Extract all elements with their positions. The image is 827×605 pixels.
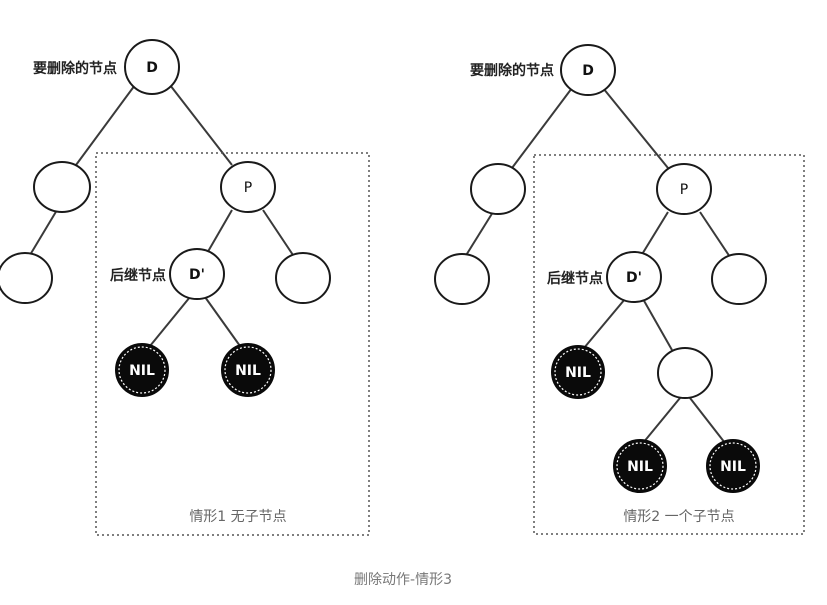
nil-node-left-label: NIL — [565, 365, 591, 381]
edge-root-p — [602, 87, 669, 169]
p-node-label: P — [244, 180, 252, 196]
edge-left-leftleft — [29, 209, 58, 256]
successor-node-label: D' — [189, 267, 205, 283]
root-left-node — [33, 161, 91, 213]
diagram-case-1: D P D' NIL NIL — [0, 39, 370, 536]
edge-sright-nil-left — [642, 397, 681, 444]
successor-node: D' — [606, 251, 662, 303]
edge-p-right — [262, 209, 294, 256]
nil-node-bottom-left-label: NIL — [627, 459, 653, 475]
root-node-label: D — [146, 60, 158, 76]
edge-successor-right — [642, 298, 673, 351]
root-node: D — [124, 39, 180, 95]
root-left-left-node — [0, 252, 53, 304]
delete-node-annotation: 要删除的节点 — [470, 62, 554, 79]
nil-node-right-label: NIL — [235, 363, 261, 379]
delete-node-annotation: 要删除的节点 — [33, 60, 117, 77]
figure-caption: 删除动作-情形3 — [354, 572, 452, 588]
nil-node-bottom-right-label: NIL — [720, 459, 746, 475]
successor-annotation: 后继节点 — [547, 270, 603, 287]
p-node: P — [656, 163, 712, 215]
nil-node-left: NIL — [551, 345, 605, 399]
root-node-label: D — [582, 63, 594, 79]
edge-p-right — [699, 211, 731, 258]
subtree-box — [95, 152, 370, 536]
p-right-node — [275, 252, 331, 304]
diagram-case-2: D P D' NIL — [434, 44, 805, 535]
p-right-node — [711, 253, 767, 305]
successor-node: D' — [169, 248, 225, 300]
p-node: P — [220, 161, 276, 213]
edge-successor-nil-right — [204, 296, 241, 347]
edge-root-left — [75, 84, 136, 166]
case-1-label: 情形1 无子节点 — [189, 509, 286, 525]
root-left-left-node — [434, 253, 490, 305]
successor-right-node — [657, 347, 713, 399]
nil-node-left-label: NIL — [129, 363, 155, 379]
edge-p-successor — [640, 211, 669, 257]
successor-annotation: 后继节点 — [110, 267, 166, 284]
nil-node-left: NIL — [115, 343, 169, 397]
edge-left-leftleft — [464, 211, 494, 258]
edge-successor-nil-left — [149, 296, 191, 347]
root-left-node — [470, 163, 526, 215]
edge-p-successor — [205, 209, 233, 256]
edge-root-left — [511, 87, 573, 169]
p-node-label: P — [680, 182, 688, 198]
edge-root-p — [169, 84, 233, 166]
nil-node-right: NIL — [221, 343, 275, 397]
successor-node-label: D' — [626, 270, 642, 286]
nil-node-bottom-left: NIL — [613, 439, 667, 493]
case-2-label: 情形2 一个子节点 — [623, 509, 734, 525]
subtree-box — [533, 154, 805, 535]
edge-sright-nil-right — [689, 397, 726, 444]
nil-node-bottom-right: NIL — [706, 439, 760, 493]
root-node: D — [560, 44, 616, 96]
edge-successor-nil-left — [583, 298, 626, 349]
